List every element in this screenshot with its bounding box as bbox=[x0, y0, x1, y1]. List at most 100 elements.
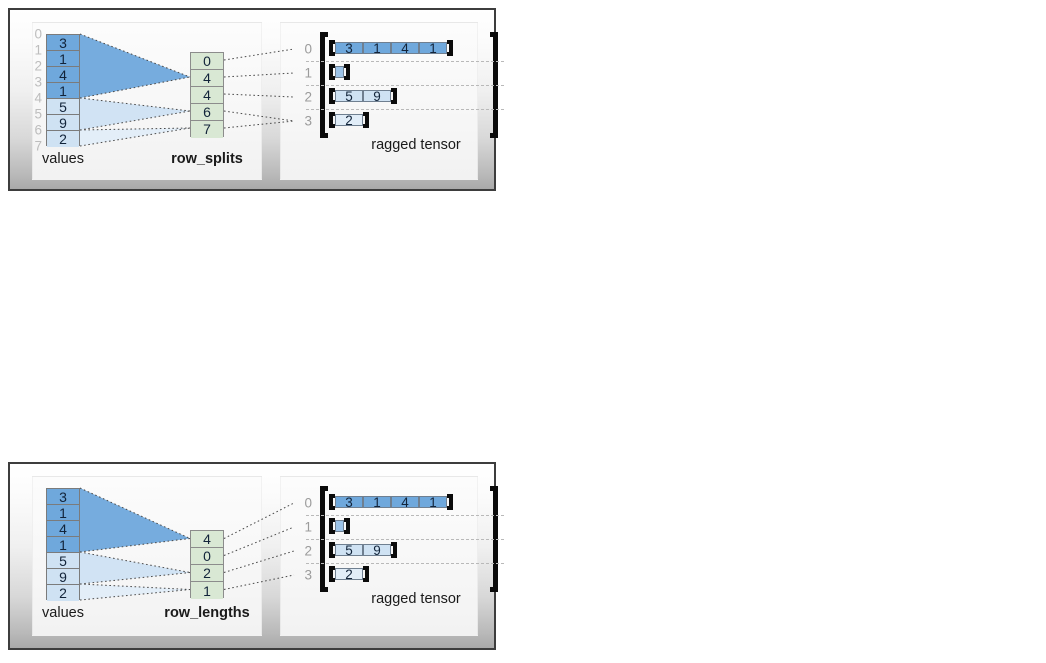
values-index-label: 0 bbox=[34, 26, 42, 42]
row-open-bracket bbox=[329, 64, 335, 80]
index-cell: 0 bbox=[191, 548, 223, 565]
index-cell: 2 bbox=[191, 565, 223, 582]
value-cell: 1 bbox=[47, 83, 79, 99]
values-index-label: 4 bbox=[34, 90, 42, 106]
index-cell: 4 bbox=[191, 69, 223, 87]
tensor-row-label: 2 bbox=[304, 89, 312, 105]
tensor-row-label: 0 bbox=[304, 41, 312, 57]
tensor-row bbox=[335, 66, 344, 78]
tensor-row bbox=[335, 520, 344, 532]
value-cell: 2 bbox=[47, 585, 79, 601]
tensor-row-separator bbox=[306, 85, 504, 86]
tensor-caption: ragged tensor bbox=[371, 591, 461, 607]
tensor-row: 2 bbox=[335, 113, 363, 128]
tensor-row: 2 bbox=[335, 567, 363, 582]
tensor-cell: 2 bbox=[335, 113, 363, 128]
tensor-cell: 3 bbox=[335, 495, 363, 510]
row-close-bracket bbox=[344, 518, 350, 534]
quadrant-top-right: 3141592values0000223value_rowids03141125… bbox=[523, 0, 1046, 222]
value-cell: 9 bbox=[47, 569, 79, 585]
tensor-cell: 2 bbox=[335, 567, 363, 582]
tensor-cell: 3 bbox=[335, 41, 363, 56]
value-cell: 3 bbox=[47, 35, 79, 51]
row-open-bracket bbox=[329, 88, 335, 104]
value-cell: 5 bbox=[47, 553, 79, 569]
index-cell: 0 bbox=[191, 52, 223, 70]
index-caption: row_lengths bbox=[164, 605, 250, 621]
row-open-bracket bbox=[329, 40, 335, 56]
row-close-bracket bbox=[447, 40, 453, 56]
tensor-cell: 1 bbox=[419, 41, 447, 56]
tensor-row-label: 2 bbox=[304, 543, 312, 559]
tensor-row-label: 0 bbox=[304, 495, 312, 511]
values-index-label: 5 bbox=[34, 106, 42, 122]
quadrant-bottom-right: 314159values2uniform_ row_length03114125… bbox=[523, 222, 1046, 445]
tensor-row-label: 1 bbox=[304, 519, 312, 535]
value-cell: 1 bbox=[47, 537, 79, 553]
row-close-bracket bbox=[391, 542, 397, 558]
row-close-bracket bbox=[363, 112, 369, 128]
index-cell: 4 bbox=[191, 531, 223, 548]
row-close-bracket bbox=[391, 88, 397, 104]
tensor-cell: 1 bbox=[363, 41, 391, 56]
tensor-row-separator bbox=[306, 563, 504, 564]
tensor-cell: 1 bbox=[419, 495, 447, 510]
index-cell: 1 bbox=[191, 582, 223, 599]
values-caption: values bbox=[42, 605, 84, 621]
value-cell: 1 bbox=[47, 51, 79, 67]
index-cell: 7 bbox=[191, 120, 223, 138]
tensor-row-separator bbox=[306, 539, 504, 540]
index-cell: 4 bbox=[191, 86, 223, 104]
tensor-row-label: 1 bbox=[304, 65, 312, 81]
values-index-label: 2 bbox=[34, 58, 42, 74]
tensor-cell-empty bbox=[335, 520, 344, 532]
tensor-cell: 4 bbox=[391, 495, 419, 510]
row-close-bracket bbox=[363, 566, 369, 582]
value-cell: 3 bbox=[47, 489, 79, 505]
tensor-row-label: 3 bbox=[304, 113, 312, 129]
tensor-cell: 9 bbox=[363, 89, 391, 104]
tensor-cell-empty bbox=[335, 66, 344, 78]
value-cell: 4 bbox=[47, 521, 79, 537]
values-index-label: 6 bbox=[34, 122, 42, 138]
index-cell: 6 bbox=[191, 103, 223, 121]
row-open-bracket bbox=[329, 112, 335, 128]
value-cell: 4 bbox=[47, 67, 79, 83]
value-cell: 9 bbox=[47, 115, 79, 131]
values-index-label: 7 bbox=[34, 138, 42, 154]
tensor-cell: 5 bbox=[335, 543, 363, 558]
value-cell: 1 bbox=[47, 505, 79, 521]
tensor-row-separator bbox=[306, 61, 504, 62]
index-caption: row_splits bbox=[171, 151, 243, 167]
value-cell: 5 bbox=[47, 99, 79, 115]
values-index-label: 1 bbox=[34, 42, 42, 58]
row-close-bracket bbox=[344, 64, 350, 80]
row-close-bracket bbox=[447, 494, 453, 510]
tensor-cell: 1 bbox=[363, 495, 391, 510]
values-caption: values bbox=[42, 151, 84, 167]
tensor-row-separator bbox=[306, 515, 504, 516]
tensor-cell: 5 bbox=[335, 89, 363, 104]
tensor-cell: 4 bbox=[391, 41, 419, 56]
value-cell: 2 bbox=[47, 131, 79, 147]
tensor-cell: 9 bbox=[363, 543, 391, 558]
values-index-label: 3 bbox=[34, 74, 42, 90]
tensor-row-separator bbox=[306, 109, 504, 110]
tensor-row-label: 3 bbox=[304, 567, 312, 583]
